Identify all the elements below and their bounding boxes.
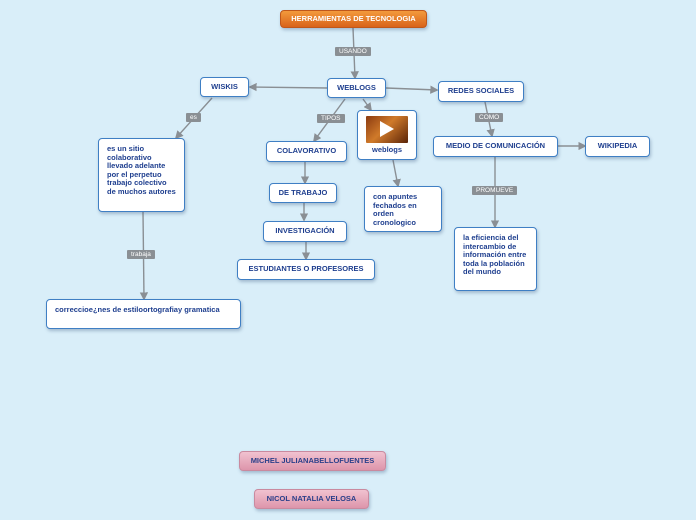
play-icon xyxy=(380,121,394,138)
node-eficiencia[interactable]: la eficiencia del intercambio de informa… xyxy=(454,227,537,291)
author-nicol[interactable]: NICOL NATALIA VELOSA xyxy=(254,489,369,509)
link-weblogs-wiskis xyxy=(248,82,328,92)
node-weblogs[interactable]: WEBLOGS xyxy=(327,78,386,98)
node-correcciones[interactable]: correccioe¿nes de estiloortografiay gram… xyxy=(46,299,241,329)
node-sitio-colaborativo[interactable]: es un sitio colaborativo llevado adelant… xyxy=(98,138,185,212)
node-apuntes[interactable]: con apuntes fechados en orden cronologic… xyxy=(364,186,442,232)
link-label-como: COMO xyxy=(475,113,504,122)
node-weblogs-video-label: weblogs xyxy=(371,145,402,155)
node-wikipedia[interactable]: WIKIPEDIA xyxy=(585,136,650,157)
link-label-promueve: PROMUEVE xyxy=(472,186,518,195)
node-wiskis[interactable]: WISKIS xyxy=(200,77,249,97)
author-michel[interactable]: MICHEL JULIANABELLOFUENTES xyxy=(239,451,386,471)
node-medio-comunicacion[interactable]: MEDIO DE COMUNICACIÓN xyxy=(433,136,558,157)
link-weblogs-img xyxy=(362,98,372,112)
node-redes-sociales[interactable]: REDES SOCIALES xyxy=(438,81,524,102)
link-label-tipos: TIPOS xyxy=(317,114,345,123)
node-de-trabajo[interactable]: DE TRABAJO xyxy=(269,183,337,203)
video-thumbnail xyxy=(366,116,408,144)
link-weblogs-redes xyxy=(385,85,439,94)
link-label-usando: USANDO xyxy=(335,47,371,56)
link-label-es: es xyxy=(186,113,201,122)
link-label-trabaja: trabaja xyxy=(127,250,155,259)
node-colavorativo[interactable]: COLAVORATIVO xyxy=(266,141,347,162)
node-investigacion[interactable]: INVESTIGACIÓN xyxy=(263,221,347,242)
node-weblogs-video[interactable]: weblogs xyxy=(357,110,417,160)
node-herramientas[interactable]: HERRAMIENTAS DE TECNOLOGIA xyxy=(280,10,427,28)
node-estudiantes[interactable]: ESTUDIANTES O PROFESORES xyxy=(237,259,375,280)
link-img-apuntes xyxy=(392,159,401,188)
